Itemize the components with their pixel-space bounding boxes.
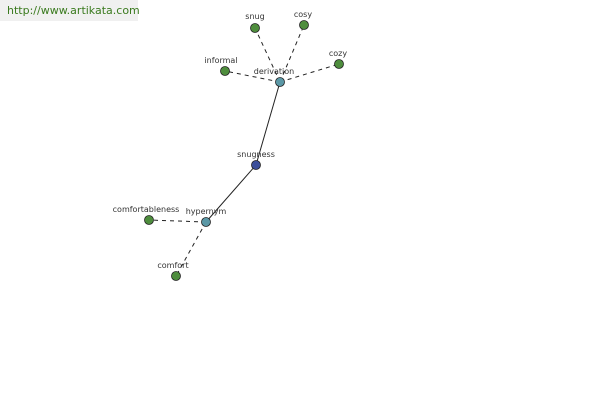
edge-derivation-cosy — [279, 24, 305, 83]
node-label-hypernym: hypernym — [186, 207, 227, 216]
watermark-banner: http://www.artikata.com — [0, 0, 140, 21]
node-label-cozy: cozy — [329, 49, 347, 58]
node-snug[interactable] — [250, 23, 260, 33]
node-label-informal: informal — [204, 56, 237, 65]
node-hypernym[interactable] — [201, 217, 211, 227]
labels-layer: snugness derivation hypernym snug cosy inform… — [113, 10, 348, 270]
node-informal[interactable] — [220, 66, 230, 76]
node-comfort[interactable] — [171, 271, 181, 281]
node-cosy[interactable] — [299, 20, 309, 30]
node-label-comfort: comfort — [157, 261, 188, 270]
node-label-snug: snug — [245, 12, 264, 21]
edge-snugness-derivation — [255, 81, 281, 166]
edge-hypernym-comfortableness — [148, 219, 207, 223]
node-label-derivation: derivation — [254, 67, 294, 76]
node-cozy[interactable] — [334, 59, 344, 69]
nodes-layer — [144, 20, 344, 281]
edge-snugness-hypernym — [205, 164, 257, 223]
edge-derivation-informal — [224, 70, 281, 83]
edges-layer — [148, 24, 340, 277]
node-label-snugness: snugness — [237, 150, 275, 159]
edge-derivation-cozy — [279, 63, 340, 83]
node-snugness[interactable] — [251, 160, 261, 170]
site-url-text: http://www.artikata.com — [7, 4, 140, 17]
node-label-comfortableness: comfortableness — [113, 205, 180, 214]
node-comfortableness[interactable] — [144, 215, 154, 225]
edge-hypernym-comfort — [175, 221, 207, 277]
node-label-cosy: cosy — [294, 10, 312, 19]
node-derivation[interactable] — [275, 77, 285, 87]
edge-derivation-snug — [254, 27, 281, 83]
